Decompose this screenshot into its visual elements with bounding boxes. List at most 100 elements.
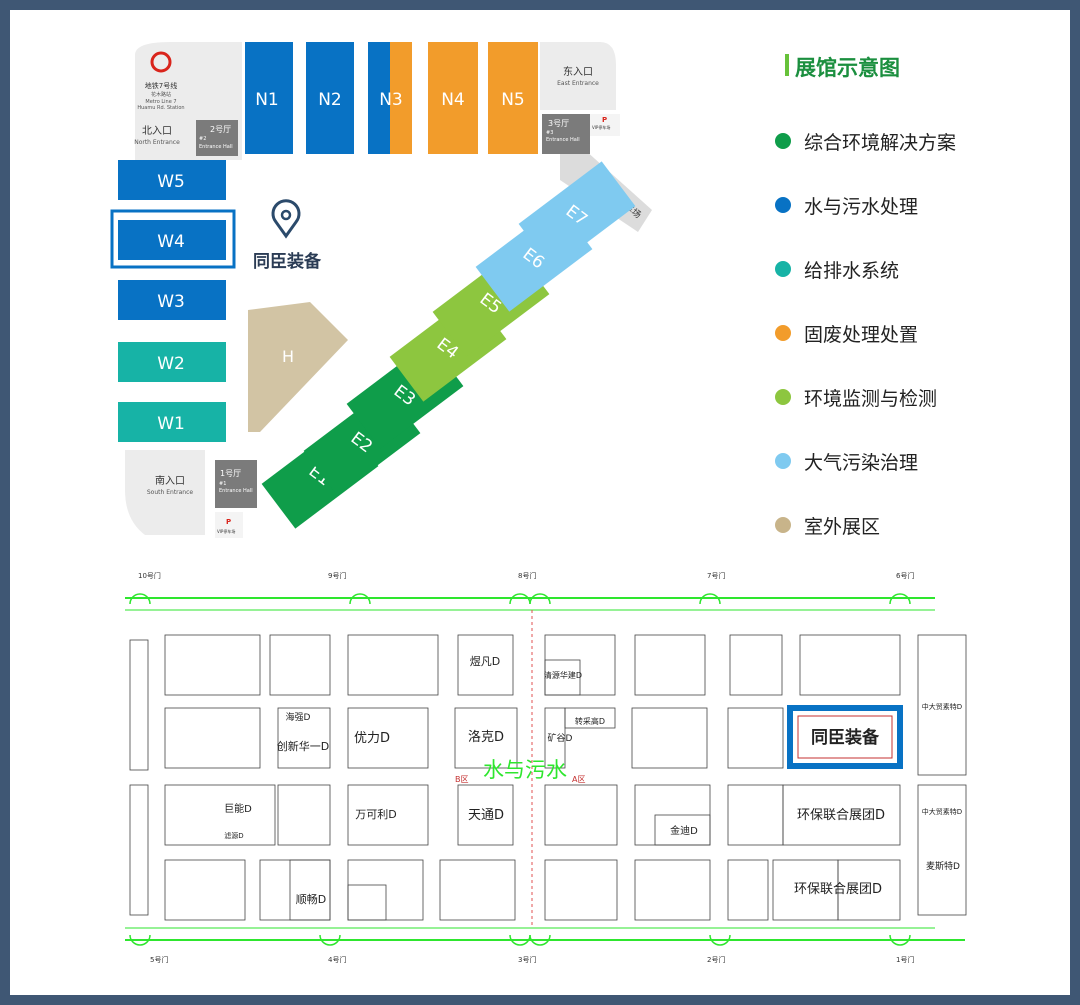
gate-4: 4号门	[328, 955, 346, 964]
legend-item: 综合环境解决方案	[775, 128, 956, 154]
legend-dot	[775, 133, 791, 149]
metro-icon	[150, 51, 172, 73]
south-entrance-cn: 南入口	[155, 474, 185, 487]
legend-label: 固废处理处置	[804, 323, 919, 346]
marker-label: 同臣装备	[253, 251, 322, 272]
metro-station-en: Huamu Rd. Station	[137, 105, 184, 111]
location-pin-icon	[271, 199, 301, 239]
legend-item: 水与污水处理	[775, 192, 918, 218]
hall1-cn: 1号厅	[220, 469, 241, 478]
south-entrance-en: South Entrance	[147, 489, 194, 496]
hall-n2[interactable]: N2	[318, 90, 342, 110]
exhibitor-label: 环保联合展团D	[794, 882, 882, 897]
exhibitor-label: 中大贸素特D	[922, 807, 962, 816]
hall-h[interactable]	[248, 302, 348, 432]
hall-w1[interactable]: W1	[157, 414, 185, 434]
vip-parking-label-south: VIP停车场	[217, 528, 235, 534]
vip-parking-label-east: VIP停车场	[592, 124, 610, 130]
exhibitor-label: 环保联合展团D	[797, 808, 885, 823]
legend-item: 室外展区	[775, 512, 880, 538]
north-halls: N1 N2 N3 N4 N5	[245, 42, 538, 154]
legend-label: 室外展区	[804, 515, 881, 538]
hall1-sub: #1	[219, 481, 226, 487]
highlight-booth-label: 同臣装备	[811, 727, 880, 748]
page-card: N1 N2 N3 N4 N5 地铁7号线 花木路站 Metro Line 7 H…	[10, 10, 1070, 995]
hall-w5[interactable]: W5	[157, 172, 185, 192]
legend-label: 综合环境解决方案	[804, 131, 957, 154]
exhibitor-label: 清源华建D	[544, 670, 582, 680]
exhibitor-label: 天通D	[468, 808, 504, 823]
legend-label: 大气污染治理	[804, 451, 919, 474]
legend-item: 大气污染治理	[775, 448, 918, 474]
hall-n5[interactable]: N5	[501, 90, 525, 110]
gate-9: 9号门	[328, 571, 346, 580]
north-entrance-cn: 北入口	[142, 125, 172, 137]
legend-item: 给排水系统	[775, 256, 899, 282]
hall-h-label: H	[282, 347, 294, 366]
legend-dot	[775, 261, 791, 277]
metro-station-cn: 花木路站	[151, 91, 171, 98]
east-entrance-cn: 东入口	[563, 65, 593, 78]
gate-8: 8号门	[518, 571, 536, 580]
exhibitor-label: 煜凡D	[470, 655, 500, 668]
north-entrance-en: North Entrance	[134, 139, 180, 146]
zone-a-label: A区	[572, 775, 585, 784]
gate-10: 10号门	[138, 571, 161, 580]
hall-n4[interactable]: N4	[441, 90, 465, 110]
gate-5: 5号门	[150, 955, 168, 964]
legend-label: 水与污水处理	[804, 195, 919, 218]
legend-dot	[775, 453, 791, 469]
legend-item: 固废处理处置	[775, 320, 918, 346]
vip-parking-p-east: P	[602, 116, 607, 124]
hall3-cn: 3号厅	[548, 119, 569, 128]
legend-dot	[775, 517, 791, 533]
hall2-sub: #2	[199, 136, 206, 142]
legend-title: 展馆示意图	[795, 56, 900, 80]
exhibitor-label: 滤源D	[224, 831, 243, 840]
hall-overview-map: N1 N2 N3 N4 N5 地铁7号线 花木路站 Metro Line 7 H…	[110, 42, 652, 538]
exhibitor-label: 顺畅D	[296, 892, 326, 906]
zone-b-label: B区	[455, 775, 469, 784]
exhibitor-label: 洛克D	[468, 730, 504, 745]
legend-dot	[775, 325, 791, 341]
exhibitor-label: 巨能D	[224, 802, 252, 815]
zone-label: 水与污水	[483, 758, 567, 782]
hall-w3[interactable]: W3	[157, 292, 185, 312]
exhibitor-label: 麦斯特D	[926, 860, 960, 872]
hall-w4[interactable]: W4	[157, 232, 185, 252]
legend-title-accent	[785, 54, 789, 76]
hall-n3[interactable]: N3	[379, 90, 403, 110]
legend-label: 给排水系统	[804, 259, 900, 282]
legend-dot	[775, 389, 791, 405]
gate-2: 2号门	[707, 955, 725, 964]
exhibitor-label: 金迪D	[670, 824, 698, 837]
hall-w2[interactable]: W2	[157, 354, 185, 374]
hall-floorplan: 10号门 9号门 8号门 7号门 6号门 5号门 4号门 3号门 2号门 1号门	[125, 571, 967, 964]
east-entrance-en: East Entrance	[557, 80, 599, 87]
east-halls: E1 E2 E3 E4 E5 E6 E7	[261, 161, 636, 529]
legend-dot	[775, 197, 791, 213]
legend-item: 环境监测与检测	[775, 384, 937, 410]
hall2-en: Entrance Hall	[199, 144, 233, 150]
exhibitor-label: 海强D	[286, 711, 311, 723]
legend-label: 环境监测与检测	[804, 387, 938, 410]
gate-6: 6号门	[896, 571, 914, 580]
exhibitor-label: 转采高D	[575, 716, 605, 726]
metro-line-cn: 地铁7号线	[145, 81, 177, 90]
hall-n1[interactable]: N1	[255, 90, 279, 110]
hall2-cn: 2号厅	[210, 125, 231, 134]
west-halls: W5 W4 W3 W2 W1	[110, 160, 236, 442]
hall1-en: Entrance Hall	[219, 488, 253, 494]
gate-3: 3号门	[518, 955, 536, 964]
exhibitor-label: 中大贸素特D	[922, 702, 962, 711]
metro-line-en: Metro Line 7	[145, 99, 176, 105]
vip-parking-p-south: P	[226, 518, 231, 526]
exhibitor-label: 优力D	[354, 731, 390, 746]
exhibitor-label: 矿谷D	[548, 732, 573, 744]
gate-1: 1号门	[896, 955, 914, 964]
exhibitor-label: 创新华一D	[277, 739, 329, 753]
exhibitor-label: 万可利D	[355, 808, 396, 821]
gate-7: 7号门	[707, 571, 725, 580]
hall3-en: Entrance Hall	[546, 137, 580, 143]
highlight-booth[interactable]	[787, 705, 903, 769]
